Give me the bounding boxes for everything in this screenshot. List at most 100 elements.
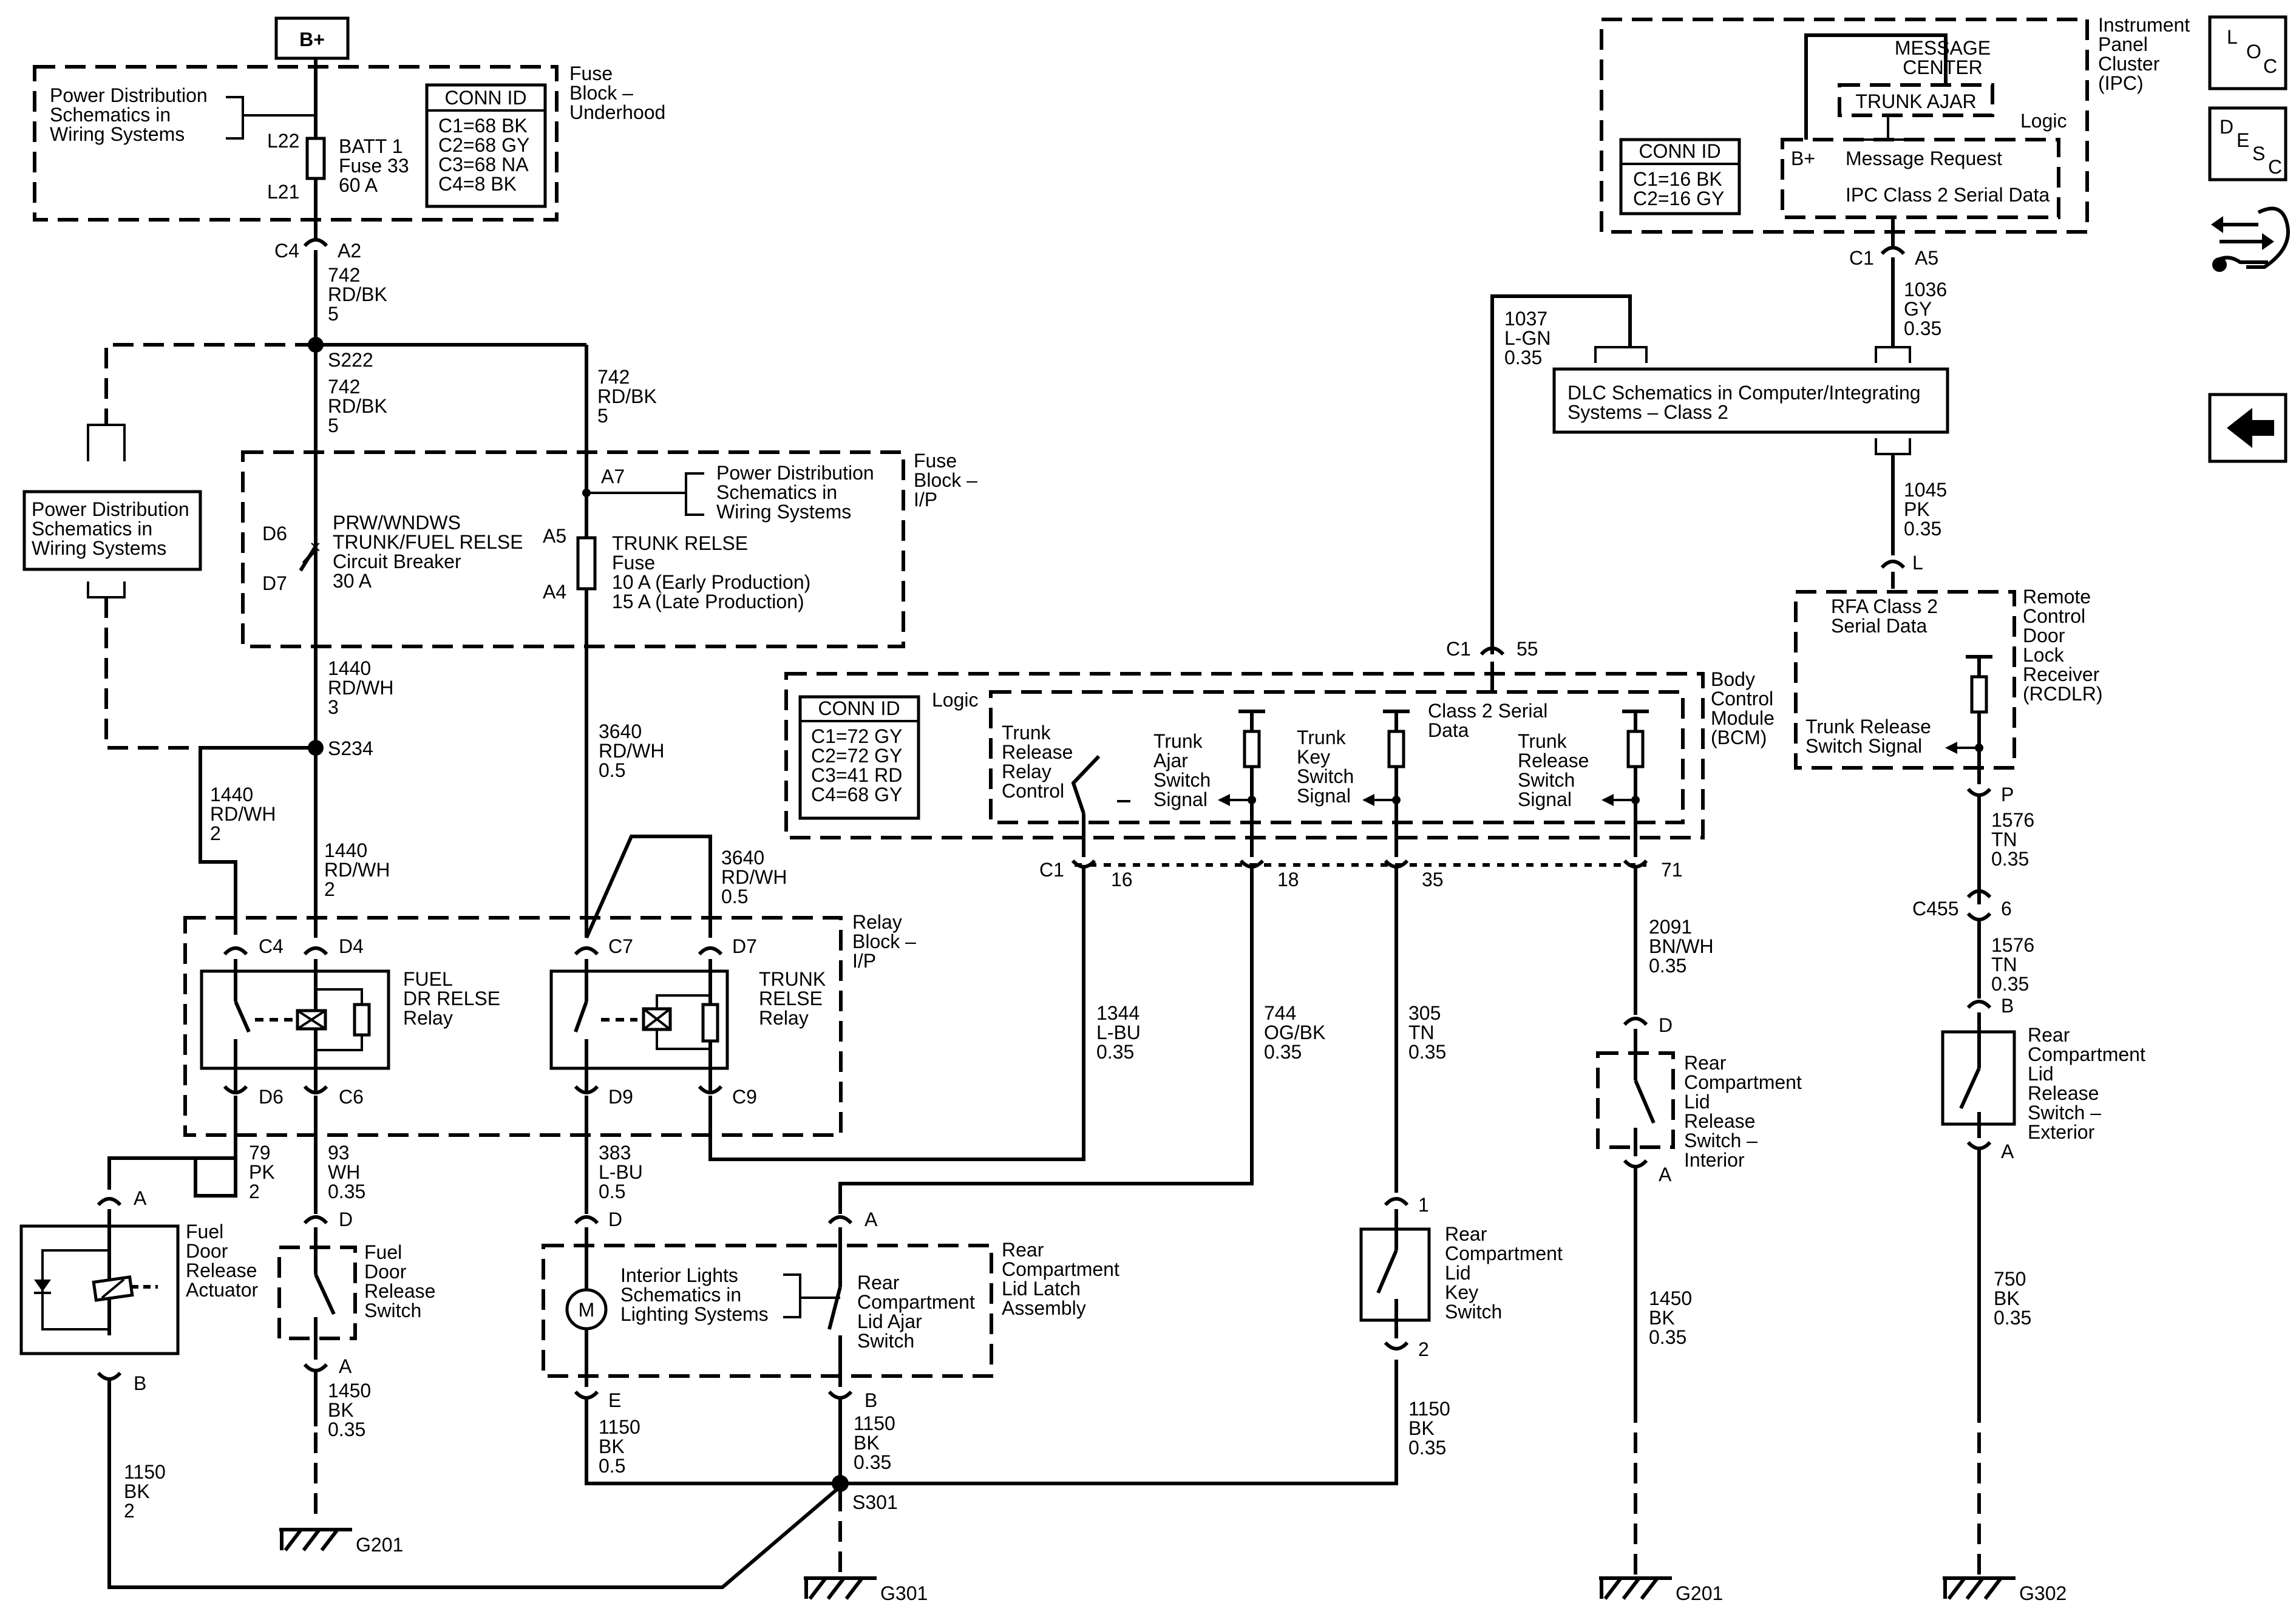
svg-text:BK: BK <box>1408 1417 1435 1439</box>
power-dist-2: Schematics in <box>50 104 171 126</box>
svg-text:1576: 1576 <box>1991 809 2034 831</box>
svg-text:71: 71 <box>1661 859 1683 881</box>
svg-text:1440: 1440 <box>324 839 367 861</box>
svg-text:0.35: 0.35 <box>1649 1326 1686 1348</box>
svg-text:Wiring Systems: Wiring Systems <box>32 537 166 559</box>
rear-compartment-lid-key-switch: 1 2 Rear Compartment Lid Key Switch 1150… <box>1359 1194 1563 1459</box>
svg-text:B: B <box>2001 995 2014 1017</box>
svg-text:CONN ID: CONN ID <box>444 87 526 109</box>
svg-text:L-BU: L-BU <box>1096 1022 1141 1043</box>
svg-text:RD/WH: RD/WH <box>210 803 276 825</box>
svg-text:RD/BK: RD/BK <box>597 385 657 407</box>
svg-text:1150: 1150 <box>1408 1398 1450 1420</box>
svg-text:Compartment: Compartment <box>1445 1242 1563 1264</box>
svg-text:G201: G201 <box>356 1534 403 1556</box>
svg-text:Lighting Systems: Lighting Systems <box>620 1303 769 1325</box>
svg-text:L-GN: L-GN <box>1504 327 1550 349</box>
svg-text:1045: 1045 <box>1904 479 1947 501</box>
svg-text:D: D <box>339 1209 353 1230</box>
svg-text:C1=68 BK: C1=68 BK <box>438 115 528 137</box>
svg-text:Power Distribution: Power Distribution <box>716 462 874 484</box>
svg-text:A2: A2 <box>338 240 361 262</box>
svg-text:Interior: Interior <box>1684 1149 1745 1171</box>
svg-text:Signal: Signal <box>1297 785 1351 807</box>
trunk-relse-fuse-symbol <box>576 536 597 591</box>
svg-text:Class 2 Serial: Class 2 Serial <box>1428 700 1547 722</box>
svg-text:18: 18 <box>1277 869 1299 890</box>
svg-text:Trunk: Trunk <box>1153 730 1203 752</box>
svg-text:Relay: Relay <box>1002 761 1051 782</box>
svg-text:Compartment: Compartment <box>1684 1071 1802 1093</box>
svg-text:Control: Control <box>2023 605 2085 627</box>
svg-text:Switch: Switch <box>1518 769 1575 791</box>
svg-text:Schematics in: Schematics in <box>620 1284 741 1306</box>
svg-text:D: D <box>608 1209 622 1230</box>
svg-text:Trunk: Trunk <box>1002 722 1051 744</box>
svg-text:C4=8 BK: C4=8 BK <box>438 173 517 195</box>
svg-text:CENTER: CENTER <box>1903 56 1983 78</box>
svg-text:BK: BK <box>328 1399 354 1421</box>
back-arrow-icon <box>2227 408 2274 448</box>
splice-s301 <box>832 1475 849 1492</box>
svg-text:RD/WH: RD/WH <box>599 740 664 762</box>
svg-text:Schematics in: Schematics in <box>716 481 837 503</box>
svg-text:PK: PK <box>1904 498 1930 520</box>
svg-text:742: 742 <box>328 376 360 398</box>
svg-text:Signal: Signal <box>1153 788 1207 810</box>
svg-text:Fuse: Fuse <box>914 450 957 472</box>
svg-text:Fuel: Fuel <box>364 1241 402 1263</box>
connector-view-icon[interactable] <box>2211 206 2290 272</box>
svg-text:C2=68 GY: C2=68 GY <box>438 134 529 156</box>
svg-text:D4: D4 <box>339 935 364 957</box>
power-dist-3: Wiring Systems <box>50 123 185 145</box>
svg-text:A: A <box>2001 1141 2014 1162</box>
fuse-line-1: BATT 1 <box>339 135 403 157</box>
svg-text:(RCDLR): (RCDLR) <box>2023 683 2103 705</box>
svg-text:Rear: Rear <box>2028 1024 2070 1046</box>
svg-text:Exterior: Exterior <box>2028 1121 2095 1143</box>
svg-text:Trunk: Trunk <box>1518 730 1567 752</box>
svg-text:Fuel: Fuel <box>186 1221 223 1242</box>
svg-text:S234: S234 <box>328 737 373 759</box>
svg-text:CONN ID: CONN ID <box>1639 140 1720 162</box>
desc-button[interactable]: D E S C <box>2208 106 2288 181</box>
svg-text:IPC Class 2 Serial Data: IPC Class 2 Serial Data <box>1846 184 2050 206</box>
svg-text:1150: 1150 <box>599 1416 640 1438</box>
svg-text:55: 55 <box>1517 638 1538 660</box>
svg-text:0.35: 0.35 <box>1994 1307 2031 1329</box>
svg-text:Relay: Relay <box>403 1007 453 1029</box>
relay-output-wires: 79 PK 2 93 WH 0.35 383 L-BU 0.5 1344 L-B… <box>107 867 1446 1214</box>
fuse-line-2: Fuse 33 <box>339 155 409 177</box>
svg-text:D6: D6 <box>259 1086 284 1108</box>
svg-text:RELSE: RELSE <box>759 988 823 1009</box>
svg-text:5: 5 <box>328 303 339 325</box>
loc-button[interactable]: L O C <box>2208 15 2288 90</box>
svg-text:PK: PK <box>249 1161 275 1183</box>
svg-text:Remote: Remote <box>2023 586 2091 608</box>
fuel-door-relay: FUEL DR RELSE Relay <box>200 959 500 1093</box>
svg-text:G201: G201 <box>1676 1582 1723 1604</box>
svg-text:C: C <box>2263 55 2277 77</box>
svg-text:5: 5 <box>328 415 339 436</box>
conn-id-table-ipc: CONN ID C1=16 BK C2=16 GY <box>1619 138 1741 215</box>
svg-text:C3=68 NA: C3=68 NA <box>438 154 529 175</box>
rear-compartment-lid-latch-assembly: D A M Interior Lights Schematics in Ligh… <box>542 1209 1398 1584</box>
svg-text:1037: 1037 <box>1504 308 1547 330</box>
svg-text:BN/WH: BN/WH <box>1649 935 1714 957</box>
conn-id-table-underhood: CONN ID C1=68 BK C2=68 GY C3=68 NA C4=8 … <box>425 83 547 208</box>
svg-text:BK: BK <box>124 1480 150 1502</box>
fuse-block-underhood: Fuse Block – Underhood Power Distributio… <box>33 63 665 222</box>
body-control-module: Body Control Module (BCM) Logic CONN ID … <box>784 638 1775 890</box>
svg-text:6: 6 <box>2001 898 2012 920</box>
power-dist-1: Power Distribution <box>50 84 208 106</box>
svg-text:Lid: Lid <box>2028 1063 2054 1085</box>
svg-text:L-BU: L-BU <box>599 1161 643 1183</box>
svg-text:2: 2 <box>1418 1338 1429 1360</box>
svg-text:C1=16 BK: C1=16 BK <box>1633 168 1722 190</box>
svg-text:O: O <box>2246 41 2261 63</box>
svg-text:Block –: Block – <box>852 931 916 952</box>
svg-text:RD/BK: RD/BK <box>328 283 387 305</box>
svg-text:Door: Door <box>2023 625 2065 646</box>
svg-text:A: A <box>864 1209 878 1230</box>
back-button[interactable] <box>2208 393 2288 463</box>
